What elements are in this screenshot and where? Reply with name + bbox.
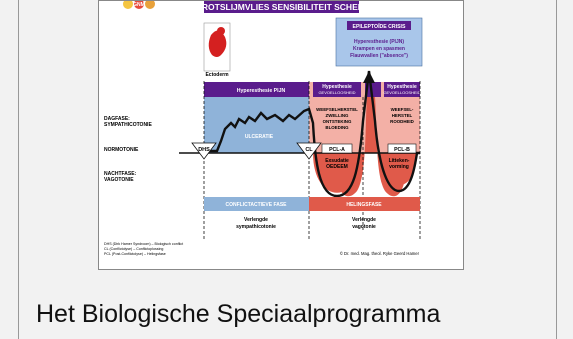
weefsel2-line3: ROODHEID — [390, 119, 414, 124]
pclb-box — [387, 143, 417, 154]
vago-line2: vagotonie — [352, 224, 376, 230]
symp-line1: Verlengde — [244, 217, 268, 223]
copyright: © Dr. med. Mag. theol. Ryke Geerd Hamer — [340, 251, 420, 256]
dhs-label: DHS — [198, 147, 210, 153]
crisis-line3: Flauwvallen ("absence") — [350, 53, 408, 59]
logo: GNM — [123, 0, 155, 9]
biological-program-diagram: GNM STROTSLIJMVLIES SENSIBILITEIT SCHEMA… — [104, 0, 423, 256]
weefsel1-line2: ZWELLING — [326, 113, 350, 118]
band-hypesthesie-b: Hypesthesie — [387, 84, 417, 90]
band-gevoelloosheid-a: GEVOELLOOSHEID — [318, 90, 355, 95]
label-nachtfase: NACHTFASE: — [104, 171, 137, 177]
cl-marker-icon — [296, 142, 322, 160]
label-vagotonie: VAGOTONIE — [104, 177, 134, 183]
embryo-icon — [203, 22, 231, 72]
ulceratie-label: ULCERATIE — [245, 134, 274, 140]
ectoderm-label: Ectoderm — [205, 72, 229, 78]
diagram-card[interactable]: GNM STROTSLIJMVLIES SENSIBILITEIT SCHEMA… — [98, 0, 464, 270]
band-gevoelloosheid-b: GEVOELLOOSHEID — [383, 90, 420, 95]
exsudatie-label: Exsudatie — [325, 158, 349, 164]
crisis-title: EPILEPTOÏDE CRISIS — [353, 23, 406, 30]
conflict-phase-label: CONFLICTACTIEVE FASE — [225, 202, 287, 208]
oedeem-label: OEDEEM — [326, 164, 348, 170]
vorming-label: vorming — [389, 164, 409, 170]
diagram-title: STROTSLIJMVLIES SENSIBILITEIT SCHEMA — [191, 2, 371, 12]
activity-wave — [204, 70, 420, 198]
exsudation-curve — [313, 153, 361, 193]
legend-dhs: DHS (Dirk Hamer Syndroom) – Biologisch c… — [104, 242, 183, 246]
legend-cl: CL (Conflictolyse) – Conflictoplossing — [104, 247, 163, 251]
weefsel2-line2: HERSTEL — [392, 113, 413, 118]
weefsel1-line1: WEEFSELHERSTEL — [316, 107, 358, 112]
conflict-phase-bar — [204, 197, 309, 211]
title-bar — [204, 1, 359, 13]
healing-phase-label: HELINGSFASE — [346, 202, 382, 208]
caption: Het Biologische Speciaalprogramma — [36, 300, 441, 328]
dhs-marker-icon — [191, 142, 217, 160]
label-normotonie: NORMOTONIE — [104, 147, 139, 153]
pcla-box — [321, 143, 353, 154]
healing-phase-bar — [309, 197, 420, 211]
sympathicotonia-area — [204, 97, 309, 153]
legend-pcl: PCL (Post-Conflictolyse) – Helingsfase — [104, 252, 166, 256]
logo-text: GNM — [133, 2, 145, 8]
crisis-box: EPILEPTOÏDE CRISIS Hyperesthesie (PIJN) … — [335, 17, 423, 67]
symp-line2: sympathicotonie — [236, 224, 276, 230]
band-hyperesthesie: Hyperesthesie PIJN — [237, 88, 286, 94]
crisis-line1: Hyperesthesie (PIJN) — [354, 39, 404, 45]
weefsel1-line4: BLOEDING — [325, 125, 349, 130]
cl-label: CL — [305, 147, 313, 153]
scar-curve — [381, 153, 417, 186]
label-dagfase: DAGFASE: — [104, 116, 130, 122]
pcla-label: PCL-A — [329, 147, 345, 153]
band-hypesthesie-a: Hypesthesie — [322, 84, 352, 90]
vago-line1: Verlengde — [352, 217, 376, 223]
litteken-label: Litteken- — [389, 158, 410, 164]
weefsel1-line3: ONTSTEKING — [323, 119, 352, 124]
pclb-label: PCL-B — [394, 147, 410, 153]
label-sympathicotonie: SYMPATHICOTONIE — [104, 122, 152, 128]
weefsel2-line1: WEEFSEL- — [391, 107, 414, 112]
crisis-arrow-icon — [363, 71, 375, 83]
crisis-line2: Krampen en spasmen — [353, 46, 405, 52]
